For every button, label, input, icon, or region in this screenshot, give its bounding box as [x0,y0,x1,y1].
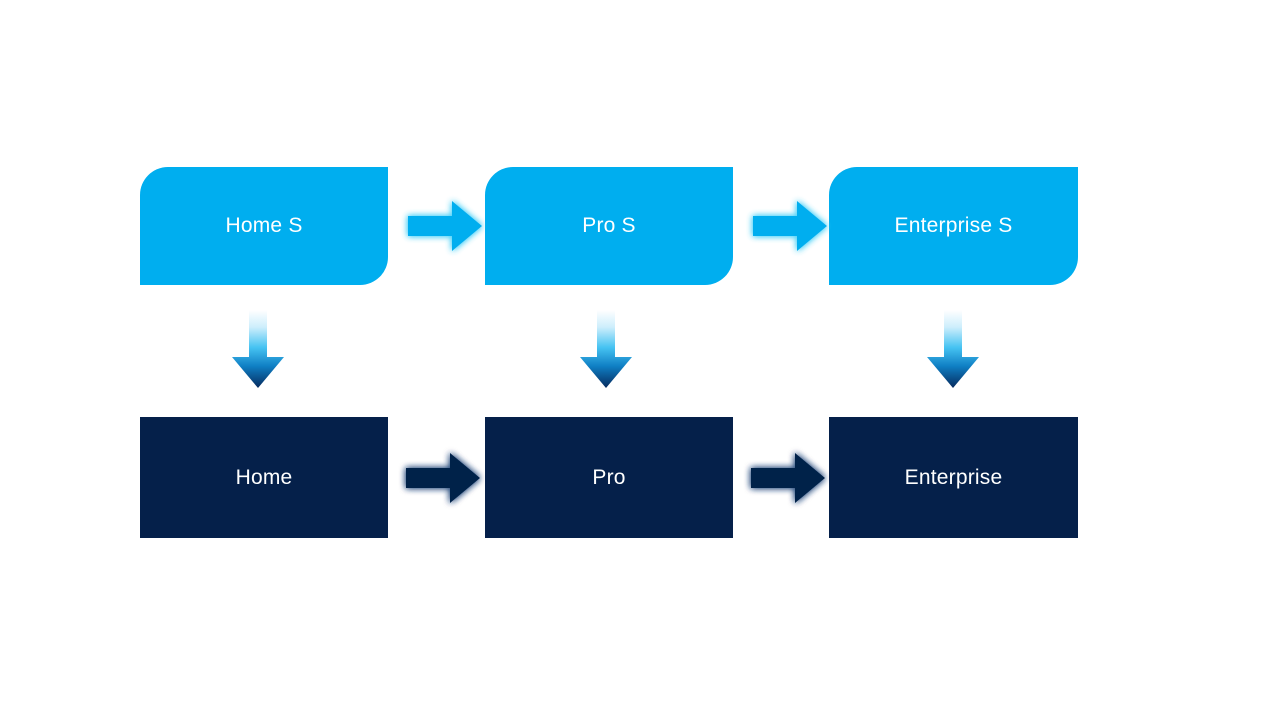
node-home-s[interactable]: Home S [140,167,388,285]
node-pro[interactable]: Pro [485,417,733,538]
node-home-label: Home [235,465,293,489]
arrow-home-to-pro [404,450,482,506]
arrow-home-s-to-home [230,310,286,390]
arrow-pro-to-enterprise [749,450,827,506]
arrow-home-s-to-pro-s [406,198,484,254]
node-pro-s-label: Pro S [582,214,636,238]
arrow-pro-s-to-enterprise-s [751,198,829,254]
node-enterprise[interactable]: Enterprise [829,417,1078,538]
node-home[interactable]: Home [140,417,388,538]
arrow-enterprise-s-to-enterprise [925,310,981,390]
node-home-s-label: Home S [225,214,303,238]
arrow-pro-s-to-pro [578,310,634,390]
node-pro-s[interactable]: Pro S [485,167,733,285]
node-enterprise-label: Enterprise [904,465,1003,489]
node-pro-label: Pro [592,465,626,489]
node-enterprise-s-label: Enterprise S [894,214,1013,238]
node-enterprise-s[interactable]: Enterprise S [829,167,1078,285]
